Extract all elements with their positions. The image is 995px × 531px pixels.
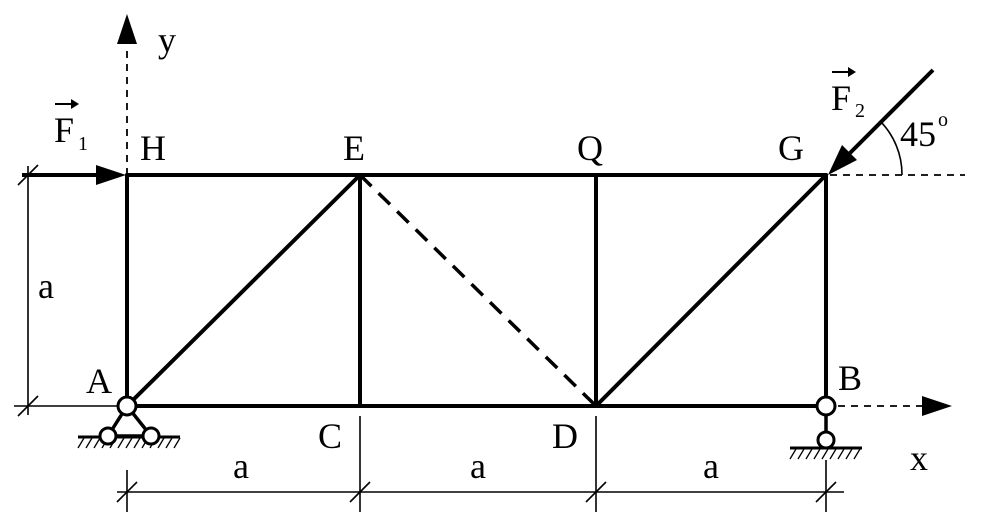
support-b: [789, 395, 862, 460]
support-a-hinge: [141, 426, 161, 446]
force-f2: [828, 68, 935, 175]
axis-label-x: x: [910, 438, 928, 478]
angle-arc: [879, 120, 903, 176]
joint-b-pin: [815, 395, 837, 417]
dimension-tick: [116, 481, 138, 503]
y-axis: [117, 14, 137, 175]
force-f1-subscript: 1: [78, 133, 88, 155]
x-axis-arrowhead: [922, 396, 952, 416]
force-f2-arrowhead: [828, 145, 857, 175]
node-label-e: E: [343, 128, 365, 168]
dimension-tick: [349, 481, 371, 503]
angle-unit: o: [938, 109, 948, 131]
force-label-f2: F 2: [831, 67, 865, 122]
dimension-tick: [815, 481, 837, 503]
force-f1: [22, 165, 126, 185]
vector-arrow-icon: [71, 99, 79, 109]
joint-a-pin: [116, 395, 138, 417]
force-f2-subscript: 2: [855, 100, 865, 122]
force-label-f1: F 1: [54, 99, 88, 155]
truss-members: [125, 173, 828, 408]
support-b-hatching: [789, 448, 861, 460]
node-label-a: A: [86, 361, 112, 401]
node-label-b: B: [838, 358, 862, 398]
force-f2-letter: F: [831, 78, 851, 118]
axis-label-y: y: [158, 20, 176, 60]
support-a-hinge: [98, 426, 118, 446]
node-label-h: H: [140, 128, 166, 168]
node-label-q: Q: [577, 128, 603, 168]
force-f1-letter: F: [54, 110, 74, 150]
force-f2-line: [846, 68, 935, 157]
x-axis: [838, 396, 952, 416]
dimension-height: [14, 164, 122, 417]
dimension-label-span-1: a: [233, 446, 249, 486]
support-a: [77, 395, 181, 449]
dimension-tick: [17, 164, 39, 186]
node-label-d: D: [552, 416, 578, 456]
vector-arrow-icon: [848, 67, 856, 77]
member-DG: [594, 173, 828, 408]
y-axis-arrowhead: [117, 14, 137, 44]
dimension-spans: [116, 416, 844, 512]
node-label-c: C: [318, 416, 342, 456]
support-a-hatching: [77, 437, 181, 449]
member-AE: [125, 173, 362, 408]
dimension-label-span-2: a: [470, 446, 486, 486]
dimension-tick: [585, 481, 607, 503]
member-ED-dashed: [358, 173, 598, 408]
dimension-label-span-3: a: [703, 446, 719, 486]
dimension-tick: [17, 395, 39, 417]
support-b-hinge: [816, 430, 836, 450]
force-f1-arrowhead: [96, 165, 126, 185]
angle-label: 45: [900, 114, 936, 154]
node-label-g: G: [778, 128, 804, 168]
dimension-label-height: a: [38, 266, 54, 306]
